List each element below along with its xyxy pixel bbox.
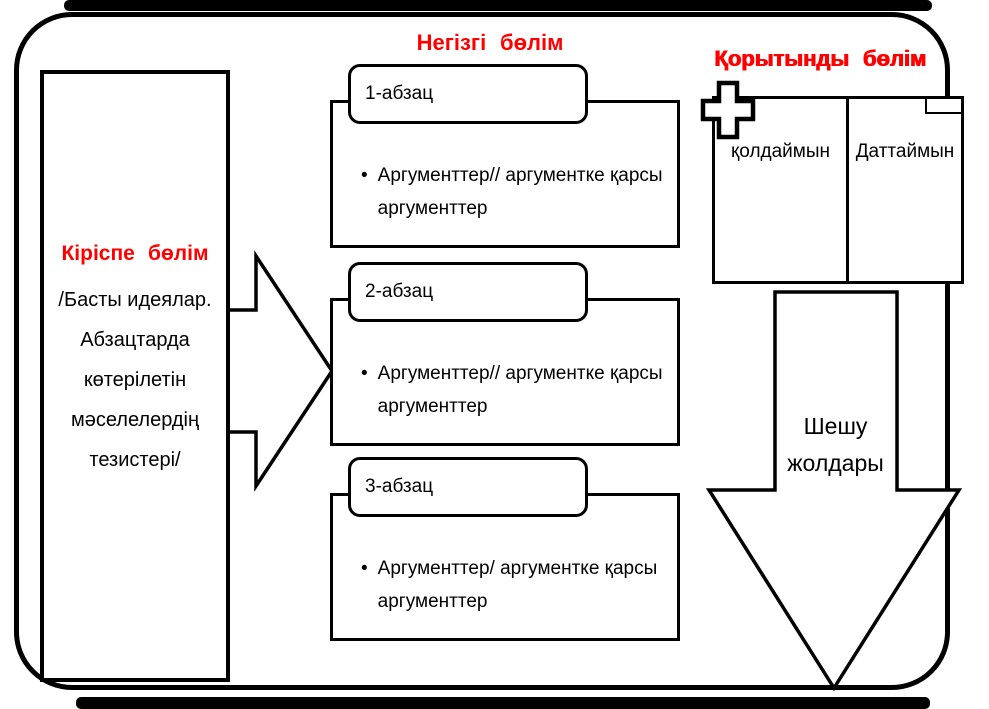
main-section-title: Негізгі бөлім <box>416 30 564 55</box>
solution-label: Шешу жолдары <box>743 408 928 482</box>
support-column-header: қолдаймын <box>730 141 831 162</box>
frame-bottom-edge <box>76 697 930 709</box>
argument-text: Аргументтер// аргументке қарсы аргументт… <box>377 363 663 418</box>
intro-text-block: Кіріспе бөлім /Басты идеялар. Абзацтарда… <box>46 242 224 480</box>
oppose-column-header: Даттаймын <box>855 141 955 162</box>
argument-box-3: • Аргументтер/ аргументке қарсы аргумент… <box>330 493 680 641</box>
argument-text: Аргументтер/ аргументке қарсы аргументте… <box>377 558 658 613</box>
down-arrow <box>705 290 963 692</box>
support-oppose-table: қолдаймын Даттаймын <box>712 96 964 284</box>
argument-text: Аргументтер// аргументке қарсы аргументт… <box>377 165 663 220</box>
plus-icon <box>700 80 756 140</box>
paragraph-label-box-2: 2-абзац <box>348 262 588 322</box>
right-arrow <box>222 250 335 492</box>
solution-label-line: жолдары <box>787 450 884 476</box>
frame-top-edge <box>64 0 932 11</box>
bullet-icon: • <box>361 558 368 579</box>
bullet-icon: • <box>361 363 368 384</box>
bullet-icon: • <box>361 165 368 186</box>
intro-line: тезистері/ <box>89 449 181 471</box>
table-column-divider <box>846 99 849 281</box>
argument-content: • Аргументтер// аргументке қарсы аргумен… <box>361 159 667 226</box>
paragraph-label: 3-абзац <box>365 476 434 497</box>
paragraph-label-box-3: 3-абзац <box>348 457 588 517</box>
argument-content: • Аргументтер/ аргументке қарсы аргумент… <box>361 552 667 619</box>
intro-title: Кіріспе бөлім <box>61 242 209 265</box>
paragraph-label-box-1: 1-абзац <box>348 64 588 124</box>
intro-box: Кіріспе бөлім /Басты идеялар. Абзацтарда… <box>40 70 230 682</box>
intro-line: көтерілетін <box>83 369 187 391</box>
intro-line: /Басты идеялар. <box>58 289 212 311</box>
intro-line: мәселелердің <box>70 409 200 431</box>
outer-frame <box>14 12 950 690</box>
paragraph-label: 1-абзац <box>365 83 434 104</box>
argument-content: • Аргументтер// аргументке қарсы аргумен… <box>361 357 667 424</box>
intro-line: Абзацтарда <box>80 329 190 351</box>
solution-label-line: Шешу <box>803 413 868 439</box>
paragraph-label: 2-абзац <box>365 281 434 302</box>
table-corner-notch <box>925 97 963 114</box>
conclusion-section-title: Қорытынды бөлім <box>714 46 926 71</box>
